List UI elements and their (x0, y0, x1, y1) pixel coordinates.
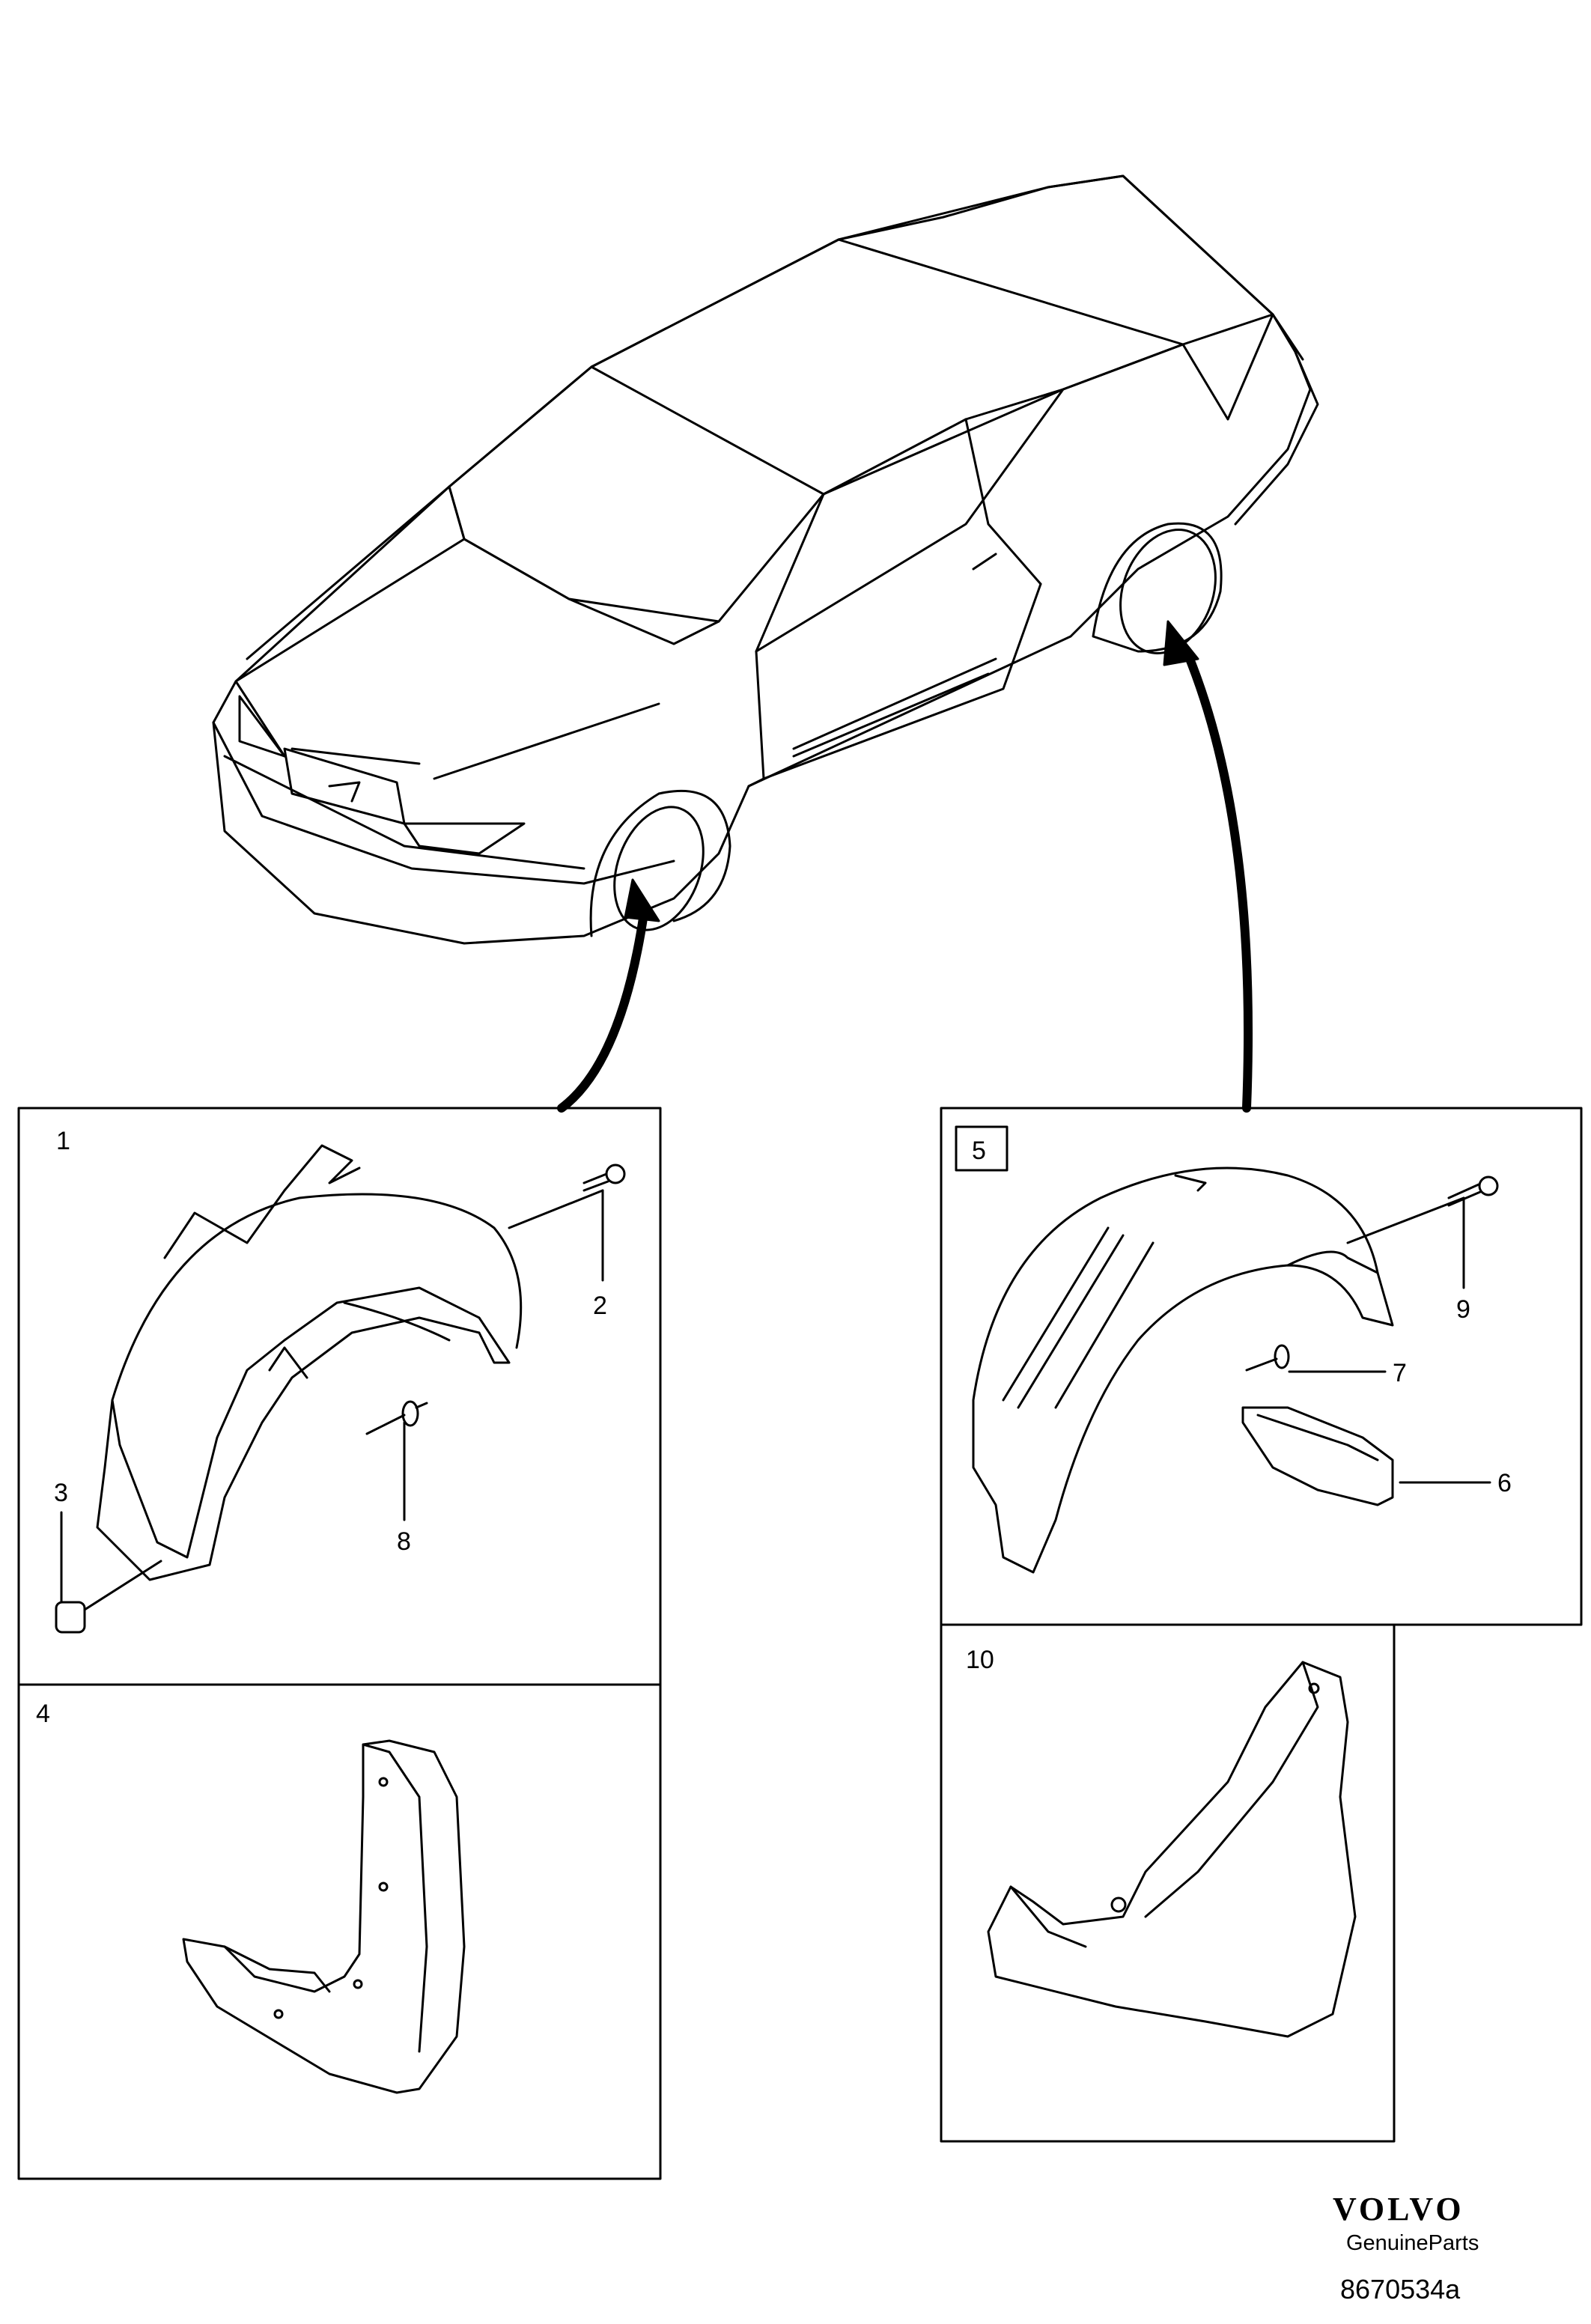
callout-4: 4 (36, 1700, 50, 1728)
callout-6: 6 (1497, 1469, 1512, 1497)
callout-8: 8 (397, 1527, 411, 1556)
rear-mud-flap-panel (940, 1623, 1396, 2143)
rear-wheel-housing-panel (940, 1107, 1583, 1626)
leader-2b (508, 1189, 604, 1229)
callout-5: 5 (972, 1137, 986, 1165)
rivet-7 (1245, 1344, 1290, 1372)
front-inner-fender-liner (96, 1144, 523, 1581)
rivet-8 (365, 1400, 428, 1435)
callout-5-box (955, 1125, 1009, 1172)
drawing-code: 8670534a (1340, 2274, 1461, 2305)
callout-1: 1 (56, 1127, 70, 1155)
callout-10: 10 (966, 1646, 994, 1674)
arrow-rear-wheel (1163, 620, 1253, 1113)
callout-2: 2 (593, 1292, 607, 1320)
rear-inner-fender-liner (972, 1166, 1394, 1574)
front-mud-flap (182, 1739, 466, 2094)
splash-guard-6 (1241, 1406, 1394, 1506)
leader-3b (83, 1560, 162, 1611)
leader-9b (1346, 1196, 1465, 1244)
rear-mud-flap (987, 1661, 1357, 2038)
arrow-front-wheel (557, 878, 660, 1113)
brand-logo-text: VOLVO (1333, 2191, 1464, 2227)
screw-2 (582, 1163, 626, 1192)
callout-7: 7 (1393, 1359, 1407, 1387)
nut-3 (55, 1601, 86, 1634)
callout-3: 3 (54, 1479, 68, 1507)
front-mud-flap-panel (17, 1683, 662, 2180)
tagline: GenuineParts (1346, 2231, 1479, 2255)
callout-9: 9 (1456, 1295, 1470, 1324)
car-illustration (212, 174, 1319, 945)
